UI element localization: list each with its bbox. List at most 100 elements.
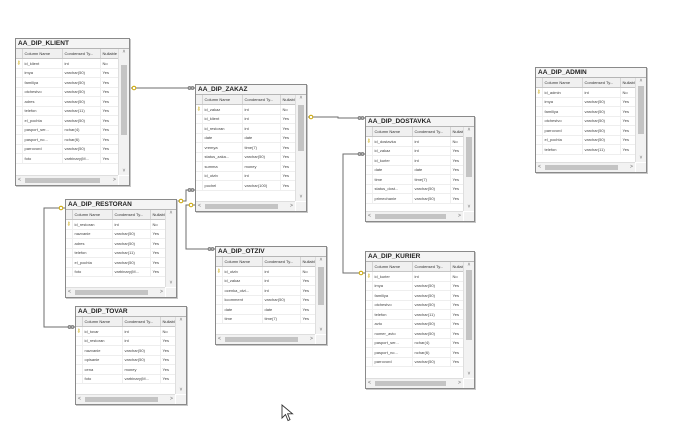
column-header[interactable]: Nullable [280,95,295,105]
table-title[interactable]: AA_DIP_DOSTAVKA [366,117,474,127]
table-title[interactable]: AA_DIP_KLIENT [16,39,129,49]
column-header[interactable]: Nullable [450,127,463,137]
column-header[interactable]: Nullable [450,262,463,272]
column-header[interactable]: Condensed Ty... [412,262,451,272]
scroll-down-icon[interactable]: ˅ [467,204,471,210]
column-header[interactable]: Condensed Ty... [112,210,151,220]
scroll-down-icon[interactable]: ˅ [169,280,173,286]
scroll-thumb[interactable] [545,165,618,170]
scroll-up-icon[interactable]: ˄ [639,78,643,84]
scroll-right-icon[interactable]: ˃ [458,213,461,219]
table-title[interactable]: AA_DIP_KURIER [366,252,474,262]
vertical-scrollbar[interactable]: ˄˅ [635,78,646,162]
column-header[interactable]: Condensed Ty... [262,257,301,267]
scroll-thumb[interactable] [205,204,278,209]
column-header[interactable]: Column Name [372,262,413,272]
scroll-right-icon[interactable]: ˃ [160,289,163,295]
table-title[interactable]: AA_DIP_ZAKAZ [196,85,306,95]
scroll-up-icon[interactable]: ˄ [169,210,173,216]
scroll-thumb[interactable] [225,337,298,342]
vertical-scrollbar[interactable]: ˄˅ [118,49,129,175]
table-row[interactable]: pasport_ser...nchar(4)Yes [16,125,118,135]
horizontal-scrollbar[interactable]: ˂˃ [196,201,295,211]
table-row[interactable]: pasport_ser...nchar(4)Yes [366,338,463,348]
column-header[interactable]: Condensed Ty... [412,127,451,137]
table-row[interactable]: pasport_no...nchar(6)Yes [16,134,118,145]
scroll-left-icon[interactable]: ˂ [368,380,371,386]
vertical-scrollbar[interactable]: ˄˅ [463,262,474,378]
table-row[interactable]: status_dost...varchar(50)Yes [366,184,463,194]
scroll-left-icon[interactable]: ˂ [78,396,81,402]
scroll-right-icon[interactable]: ˃ [113,177,116,183]
column-header[interactable]: Condensed Ty... [242,95,281,105]
vertical-scrollbar[interactable]: ˄˅ [463,127,474,211]
scroll-thumb[interactable] [466,270,472,340]
scroll-thumb[interactable] [121,65,127,135]
scroll-left-icon[interactable]: ˂ [198,203,201,209]
scroll-left-icon[interactable]: ˂ [18,177,21,183]
column-header[interactable]: Nullable [100,49,118,59]
scroll-up-icon[interactable]: ˄ [179,317,183,323]
scroll-up-icon[interactable]: ˄ [467,262,471,268]
table-title[interactable]: AA_DIP_TOVAR [76,307,186,317]
table-title[interactable]: AA_DIP_RESTORAN [66,200,176,210]
scroll-thumb[interactable] [638,86,644,134]
horizontal-scrollbar[interactable]: ˂˃ [76,394,175,404]
scroll-down-icon[interactable]: ˅ [299,194,303,200]
column-header[interactable]: Column Name [82,317,123,327]
horizontal-scrollbar[interactable]: ˂˃ [16,175,118,185]
column-header[interactable]: Nullable [620,78,635,88]
column-header[interactable]: Condensed Ty... [62,49,101,59]
table-row[interactable]: status_zaka...varchar(50)Yes [196,152,295,162]
horizontal-scrollbar[interactable]: ˂˃ [66,287,165,297]
column-header[interactable]: Column Name [72,210,113,220]
scroll-thumb[interactable] [85,397,158,402]
table-title[interactable]: AA_DIP_ADMIN [536,68,646,78]
relationship-line[interactable] [307,116,365,119]
scroll-down-icon[interactable]: ˅ [639,155,643,161]
scroll-left-icon[interactable]: ˂ [218,336,221,342]
scroll-down-icon[interactable]: ˅ [467,371,471,377]
column-header[interactable]: Column Name [222,257,263,267]
scroll-down-icon[interactable]: ˅ [179,387,183,393]
table-title[interactable]: AA_DIP_OTZIV [216,247,326,257]
horizontal-scrollbar[interactable]: ˂˃ [216,334,315,344]
